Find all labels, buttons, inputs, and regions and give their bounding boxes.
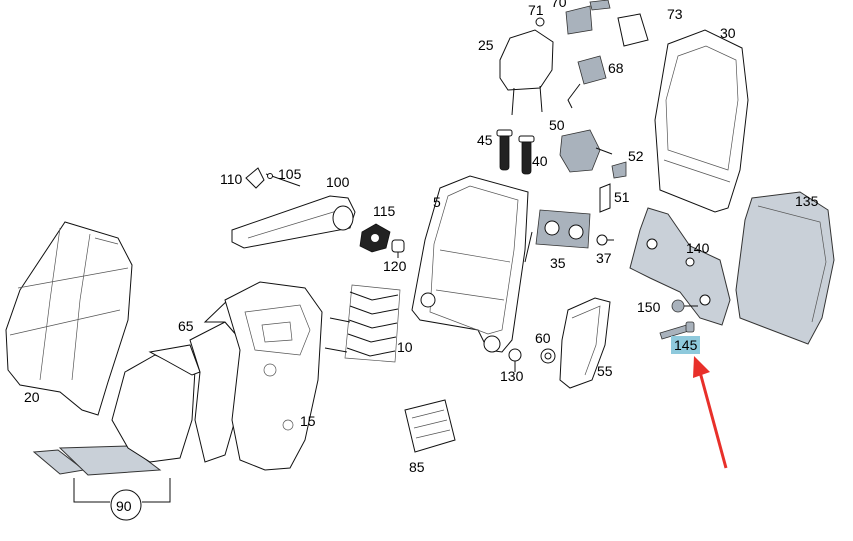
label-110: 110	[220, 171, 243, 187]
part-90-mats	[32, 445, 171, 521]
label-85: 85	[409, 459, 425, 475]
label-115: 115	[373, 203, 396, 219]
label-130: 130	[500, 368, 524, 384]
part-120-screw	[391, 239, 405, 258]
part-51-clip	[599, 183, 611, 213]
part-135-rear-panel	[735, 191, 835, 345]
part-130-bolt	[508, 348, 522, 372]
part-25-headrest	[499, 29, 554, 116]
label-73: 73	[667, 6, 683, 22]
label-20: 20	[24, 389, 40, 405]
part-115-mechanism	[359, 223, 391, 253]
part-10-spring-mat	[324, 284, 401, 363]
label-51: 51	[614, 189, 630, 205]
label-71: 71	[528, 2, 544, 18]
part-35-lumbar	[524, 209, 591, 263]
part-70-switch	[565, 0, 611, 35]
part-20-seat-cushion	[5, 221, 133, 416]
part-52-clip	[611, 161, 627, 179]
label-40: 40	[532, 153, 548, 169]
part-145-screw	[659, 321, 695, 340]
label-70: 70	[551, 0, 567, 10]
part-100-armrest	[231, 195, 356, 249]
part-71-screw	[535, 17, 545, 27]
part-110-clip	[245, 167, 265, 189]
part-40-guide	[518, 135, 535, 175]
label-50: 50	[549, 117, 565, 133]
label-145-highlighted: 145	[671, 336, 701, 354]
label-68: 68	[608, 60, 624, 76]
label-120: 120	[383, 258, 407, 274]
label-150: 150	[637, 299, 661, 315]
label-10: 10	[397, 339, 413, 355]
label-15: 15	[300, 413, 316, 429]
label-60: 60	[535, 330, 551, 346]
label-55: 55	[597, 363, 613, 379]
part-55-airbag-cover	[559, 297, 611, 389]
label-90: 90	[116, 498, 132, 514]
label-30: 30	[720, 25, 736, 41]
label-105: 105	[278, 166, 302, 182]
label-52: 52	[628, 148, 644, 164]
part-140-bracket	[629, 207, 731, 326]
label-135: 135	[795, 193, 819, 209]
label-100: 100	[326, 174, 350, 190]
part-5-frame	[411, 175, 529, 353]
part-37-screw	[596, 234, 614, 246]
part-85-motor	[404, 399, 456, 453]
part-68-connector	[567, 55, 607, 109]
part-73-control	[617, 13, 649, 47]
part-30-back-shell	[654, 29, 749, 213]
label-65: 65	[178, 318, 194, 334]
part-60-nut	[540, 348, 556, 364]
label-37: 37	[596, 250, 612, 266]
part-45-guide	[496, 129, 513, 171]
red-arrow-indicator	[693, 356, 728, 469]
label-5: 5	[433, 194, 441, 210]
label-25: 25	[478, 37, 494, 53]
part-50-bracket	[559, 129, 613, 173]
label-35: 35	[550, 255, 566, 271]
part-15-side-panel	[224, 281, 323, 471]
part-150-bolt	[671, 299, 698, 313]
part-105-pin	[265, 173, 301, 187]
label-45: 45	[477, 132, 493, 148]
label-140: 140	[686, 240, 710, 256]
